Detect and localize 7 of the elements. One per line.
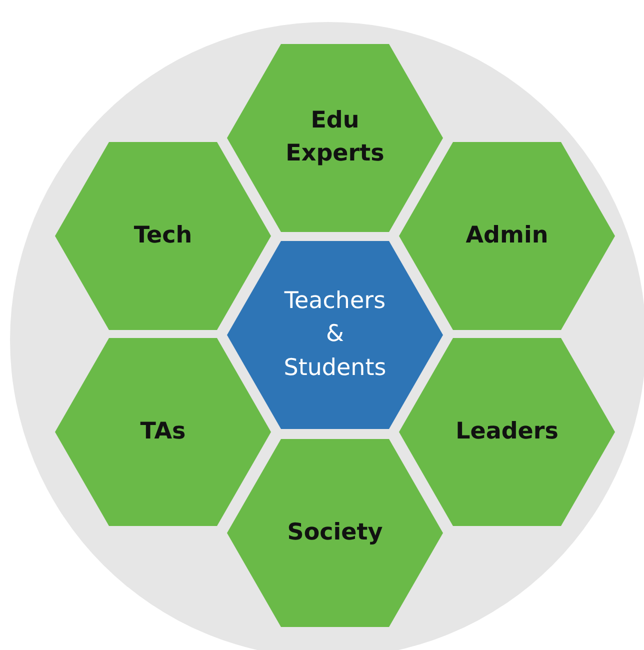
hexagon-label: Leaders <box>454 417 560 446</box>
hexagon-label: TAs <box>139 417 187 446</box>
hexagon-label: Teachers & Students <box>282 286 388 383</box>
hexagon-label: Admin <box>464 221 550 250</box>
hexagon-label: Edu Experts <box>284 106 386 169</box>
hexagon-label: Society <box>286 518 384 548</box>
hexagon-label: Tech <box>132 221 194 250</box>
